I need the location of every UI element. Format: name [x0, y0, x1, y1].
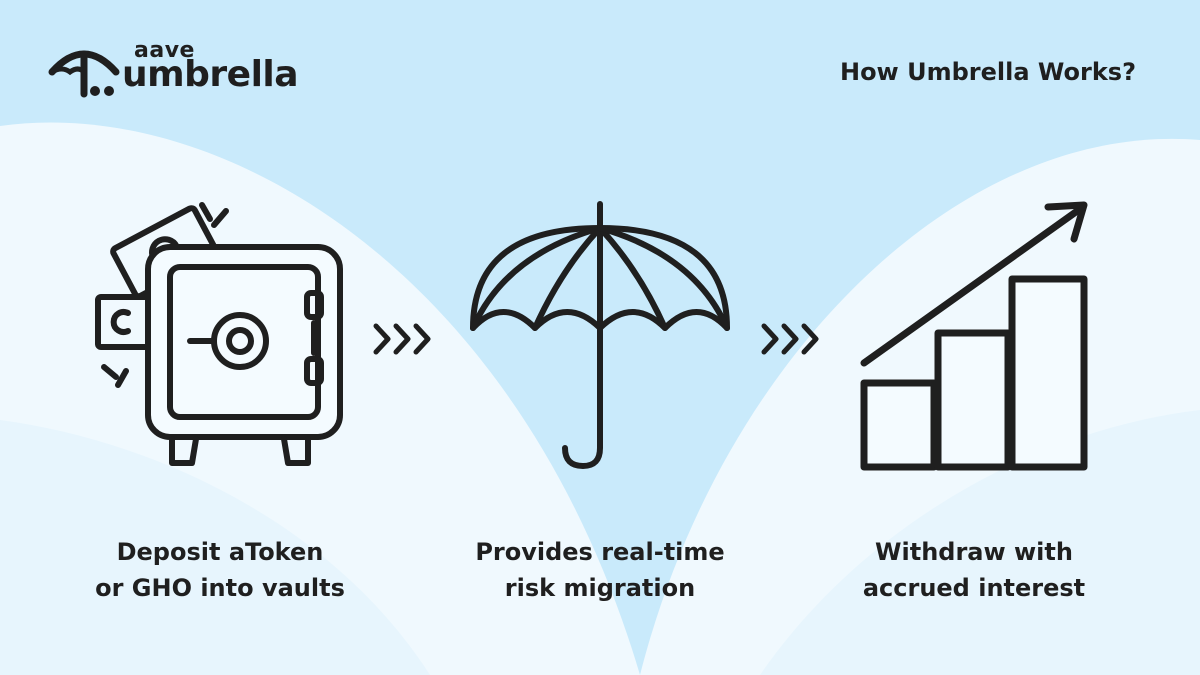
chevrons-right-icon	[373, 323, 431, 355]
step-label-deposit: Deposit aToken or GHO into vaults	[60, 534, 380, 606]
chevrons-right-icon	[761, 323, 819, 355]
step-label-withdraw: Withdraw with accrued interest	[814, 534, 1134, 606]
page-title: How Umbrella Works?	[839, 58, 1136, 86]
step-label-protection: Provides real-time risk migration	[440, 534, 760, 606]
growth-bar-chart-icon	[860, 201, 1088, 471]
umbrella-icon	[470, 201, 730, 469]
step-label-line: Provides real-time	[475, 538, 725, 566]
step-label-line: accrued interest	[862, 574, 1086, 602]
brand-logo: aave umbrella	[48, 38, 299, 102]
brand-big-text: umbrella	[122, 54, 299, 95]
step-label-line: Withdraw with	[875, 538, 1073, 566]
step-label-line: or GHO into vaults	[95, 574, 345, 602]
step-label-line: Deposit aToken	[116, 538, 324, 566]
step-label-line: risk migration	[504, 574, 696, 602]
safe-with-money-icon	[95, 202, 343, 466]
umbrella-logo-icon	[48, 50, 120, 98]
brand-small-text: aave	[134, 38, 195, 63]
